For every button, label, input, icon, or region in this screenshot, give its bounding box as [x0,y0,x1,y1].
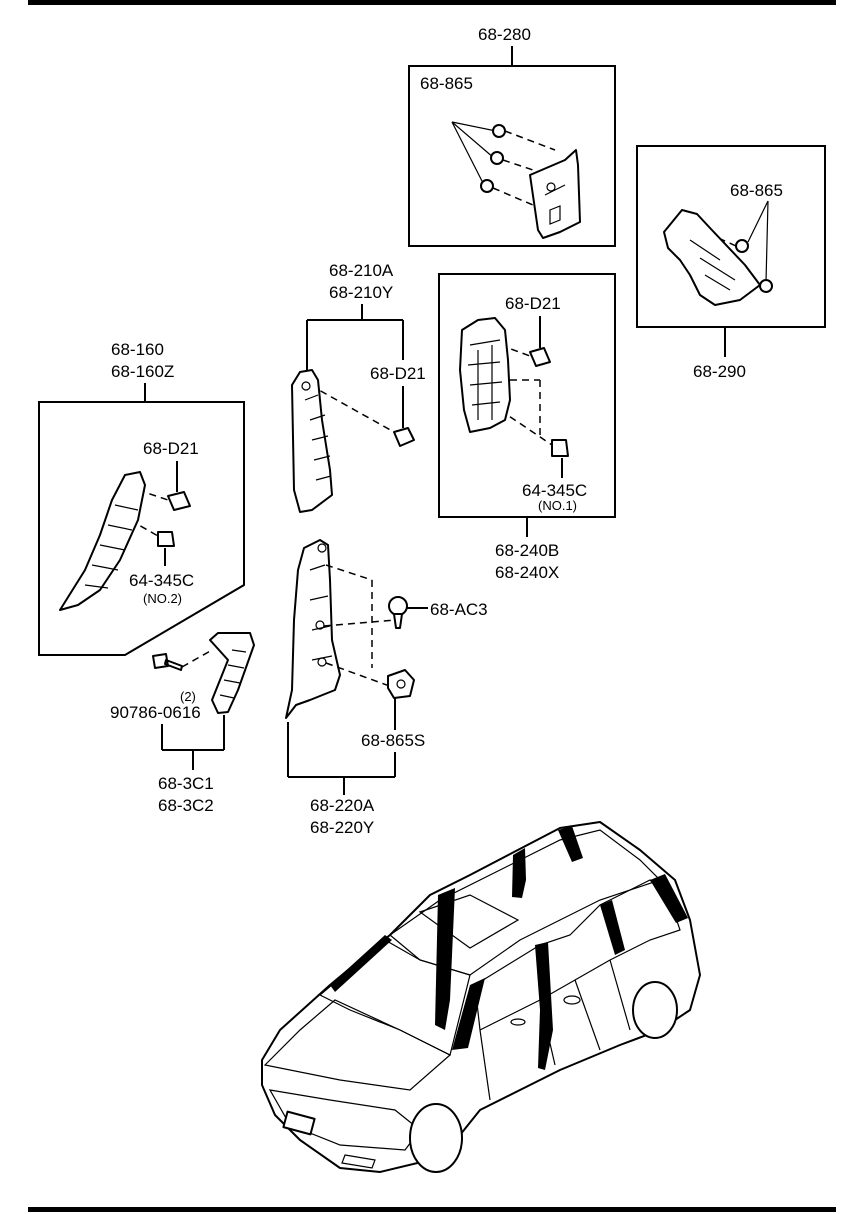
label-68-240B[interactable]: 68-240B [495,541,559,560]
label-68-220A[interactable]: 68-220A [310,796,375,815]
top-rule [28,0,836,5]
label-68-865-upper[interactable]: 68-865 [420,74,473,93]
highlight-b-pillar [535,942,553,1070]
label-64-345C-no1[interactable]: 64-345C [522,481,587,500]
pillar-trim-68-220 [285,539,341,719]
vehicle-illustration [261,821,701,1173]
label-68-D21-box[interactable]: 68-D21 [505,294,561,313]
label-64-345C-no2[interactable]: 64-345C [129,571,194,590]
label-68-210A[interactable]: 68-210A [329,261,394,280]
label-68-280[interactable]: 68-280 [478,25,531,44]
label-68-865S[interactable]: 68-865S [361,731,425,750]
label-68-290[interactable]: 68-290 [693,362,746,381]
group-68-240: 68-D21 64-345C (NO.1) 68-240B 68-240X [438,273,616,582]
screw-68-AC3-icon [388,596,408,629]
clip-icon [480,124,506,193]
label-no2[interactable]: (NO.2) [143,591,182,606]
trim-panel-68-290 [663,209,761,306]
clip-68-865S [387,669,415,699]
clip-68-D21-left [167,491,191,511]
group-68-220: 68-AC3 68-865S 68-220A 68-220Y [285,539,488,837]
group-68-280: 68-280 68-865 [408,25,616,247]
group-68-290: 68-865 68-290 [636,145,826,381]
label-no1[interactable]: (NO.1) [538,498,577,513]
label-qty-2[interactable]: (2) [180,689,196,704]
bolt-90786-0616 [152,653,183,671]
label-90786-0616[interactable]: 90786-0616 [110,703,201,722]
label-68-240X[interactable]: 68-240X [495,563,559,582]
label-68-D21-left[interactable]: 68-D21 [143,439,199,458]
clip-64-345C-no1 [551,439,569,457]
trim-68-3C [209,632,255,714]
clip-68-D21-box [529,347,551,367]
trim-panel-68-280 [529,149,581,239]
label-68-210Y[interactable]: 68-210Y [329,283,393,302]
label-68-865-right[interactable]: 68-865 [730,181,783,200]
group-68-160: 68-160 68-160Z 68-D21 64-345C (NO.2) [38,340,245,656]
trim-panel-68-240 [459,317,511,433]
label-68-AC3[interactable]: 68-AC3 [430,600,488,619]
label-68-D21-center[interactable]: 68-D21 [370,364,426,383]
label-68-220Y[interactable]: 68-220Y [310,818,374,837]
clip-64-345C-no2 [157,531,175,547]
bottom-rule [28,1207,836,1212]
label-68-3C2[interactable]: 68-3C2 [158,796,214,815]
label-68-3C1[interactable]: 68-3C1 [158,774,214,793]
highlight-c-pillar [558,826,583,862]
label-68-160[interactable]: 68-160 [111,340,164,359]
highlight-a-pillar [435,888,455,1030]
group-68-3C: (2) 90786-0616 68-3C1 68-3C2 [110,632,255,815]
group-68-210: 68-210A 68-210Y 68-D21 [291,261,426,513]
pillar-trim-68-210 [291,369,333,513]
clip-68-D21-center [393,427,415,447]
label-68-160Z[interactable]: 68-160Z [111,362,174,381]
